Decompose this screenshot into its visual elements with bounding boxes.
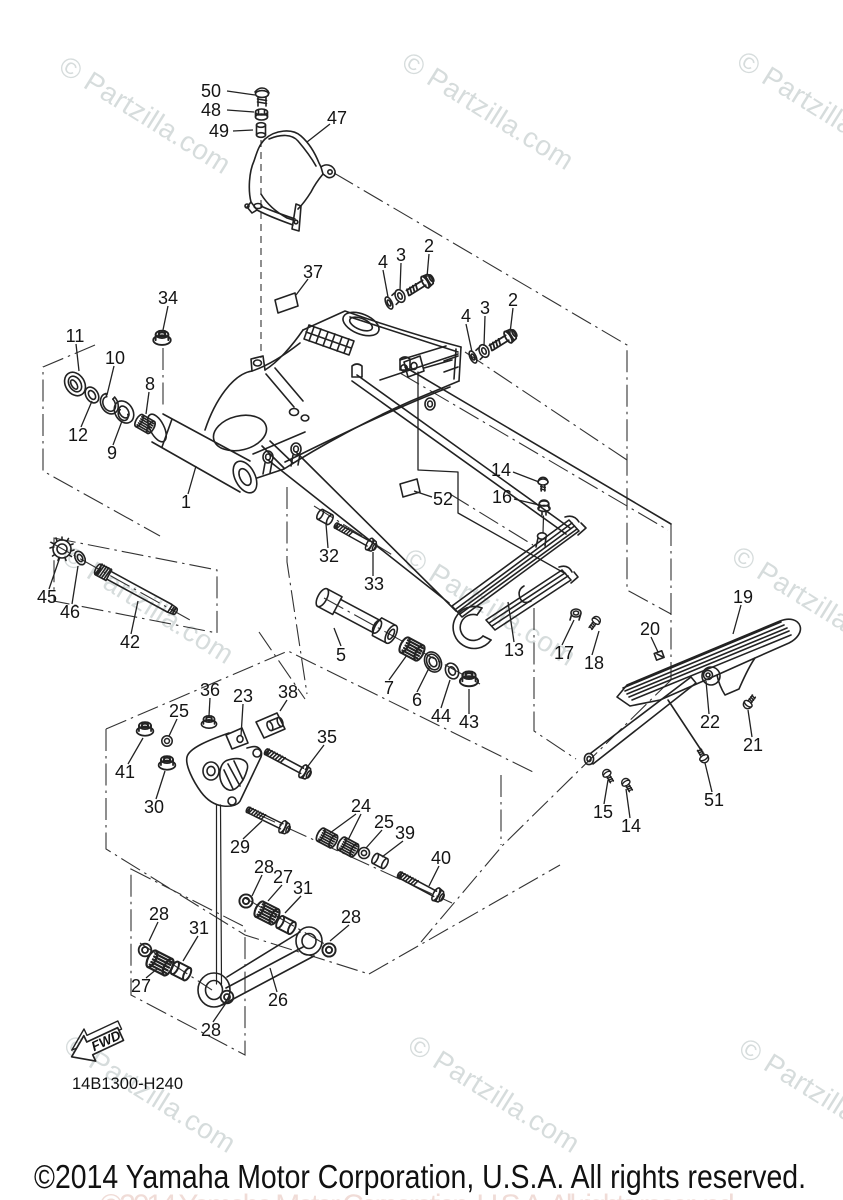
svg-text:28: 28	[254, 857, 274, 877]
svg-text:31: 31	[189, 918, 209, 938]
svg-text:31: 31	[293, 878, 313, 898]
svg-text:11: 11	[66, 326, 85, 346]
svg-text:36: 36	[200, 680, 220, 700]
svg-text:9: 9	[107, 443, 117, 463]
svg-text:34: 34	[158, 288, 178, 308]
svg-text:25: 25	[374, 812, 394, 832]
svg-text:28: 28	[341, 907, 361, 927]
svg-text:3: 3	[480, 298, 490, 318]
svg-text:12: 12	[68, 425, 88, 445]
svg-text:52: 52	[433, 489, 453, 509]
svg-text:28: 28	[149, 904, 169, 924]
svg-text:35: 35	[317, 727, 337, 747]
svg-text:22: 22	[700, 712, 720, 732]
svg-text:26: 26	[268, 990, 288, 1010]
svg-text:48: 48	[201, 100, 221, 120]
svg-text:4: 4	[378, 252, 388, 272]
svg-text:45: 45	[37, 587, 57, 607]
svg-text:38: 38	[278, 682, 298, 702]
svg-text:7: 7	[384, 678, 394, 698]
svg-text:47: 47	[327, 108, 347, 128]
svg-text:44: 44	[431, 706, 451, 726]
svg-text:1: 1	[181, 492, 191, 512]
svg-text:14: 14	[491, 460, 511, 480]
svg-text:46: 46	[60, 602, 80, 622]
svg-text:4: 4	[461, 306, 471, 326]
svg-text:51: 51	[704, 790, 724, 810]
svg-text:27: 27	[131, 976, 151, 996]
svg-text:©2014 Yamaha Motor Corporation: ©2014 Yamaha Motor Corporation, U.S.A. A…	[34, 1158, 806, 1195]
svg-text:2: 2	[424, 236, 434, 256]
svg-text:14: 14	[621, 816, 641, 836]
svg-text:13: 13	[504, 640, 524, 660]
svg-text:23: 23	[233, 686, 253, 706]
svg-text:18: 18	[584, 653, 604, 673]
svg-text:19: 19	[733, 587, 753, 607]
svg-text:25: 25	[169, 701, 189, 721]
svg-text:5: 5	[336, 645, 346, 665]
svg-text:32: 32	[319, 546, 339, 566]
svg-text:3: 3	[396, 245, 406, 265]
svg-text:41: 41	[115, 762, 135, 782]
svg-text:21: 21	[743, 735, 763, 755]
svg-text:6: 6	[412, 690, 422, 710]
svg-text:14B1300-H240: 14B1300-H240	[72, 1075, 183, 1093]
svg-text:10: 10	[105, 348, 125, 368]
svg-text:8: 8	[145, 374, 155, 394]
svg-text:28: 28	[201, 1020, 221, 1040]
svg-text:27: 27	[273, 867, 293, 887]
svg-text:20: 20	[640, 619, 660, 639]
svg-text:43: 43	[459, 712, 479, 732]
svg-text:40: 40	[431, 848, 451, 868]
svg-text:37: 37	[303, 262, 323, 282]
svg-text:24: 24	[351, 796, 371, 816]
svg-text:15: 15	[593, 802, 613, 822]
svg-text:©2014 Yamaha Motor Corporation: ©2014 Yamaha Motor Corporation, U.S.A. A…	[100, 1189, 740, 1200]
svg-text:33: 33	[364, 574, 384, 594]
svg-text:49: 49	[209, 121, 229, 141]
svg-text:17: 17	[554, 643, 574, 663]
svg-text:29: 29	[230, 837, 250, 857]
svg-text:50: 50	[201, 81, 221, 101]
svg-text:42: 42	[120, 632, 140, 652]
svg-text:2: 2	[508, 290, 518, 310]
svg-text:16: 16	[492, 487, 512, 507]
svg-text:30: 30	[144, 797, 164, 817]
svg-text:39: 39	[395, 823, 415, 843]
